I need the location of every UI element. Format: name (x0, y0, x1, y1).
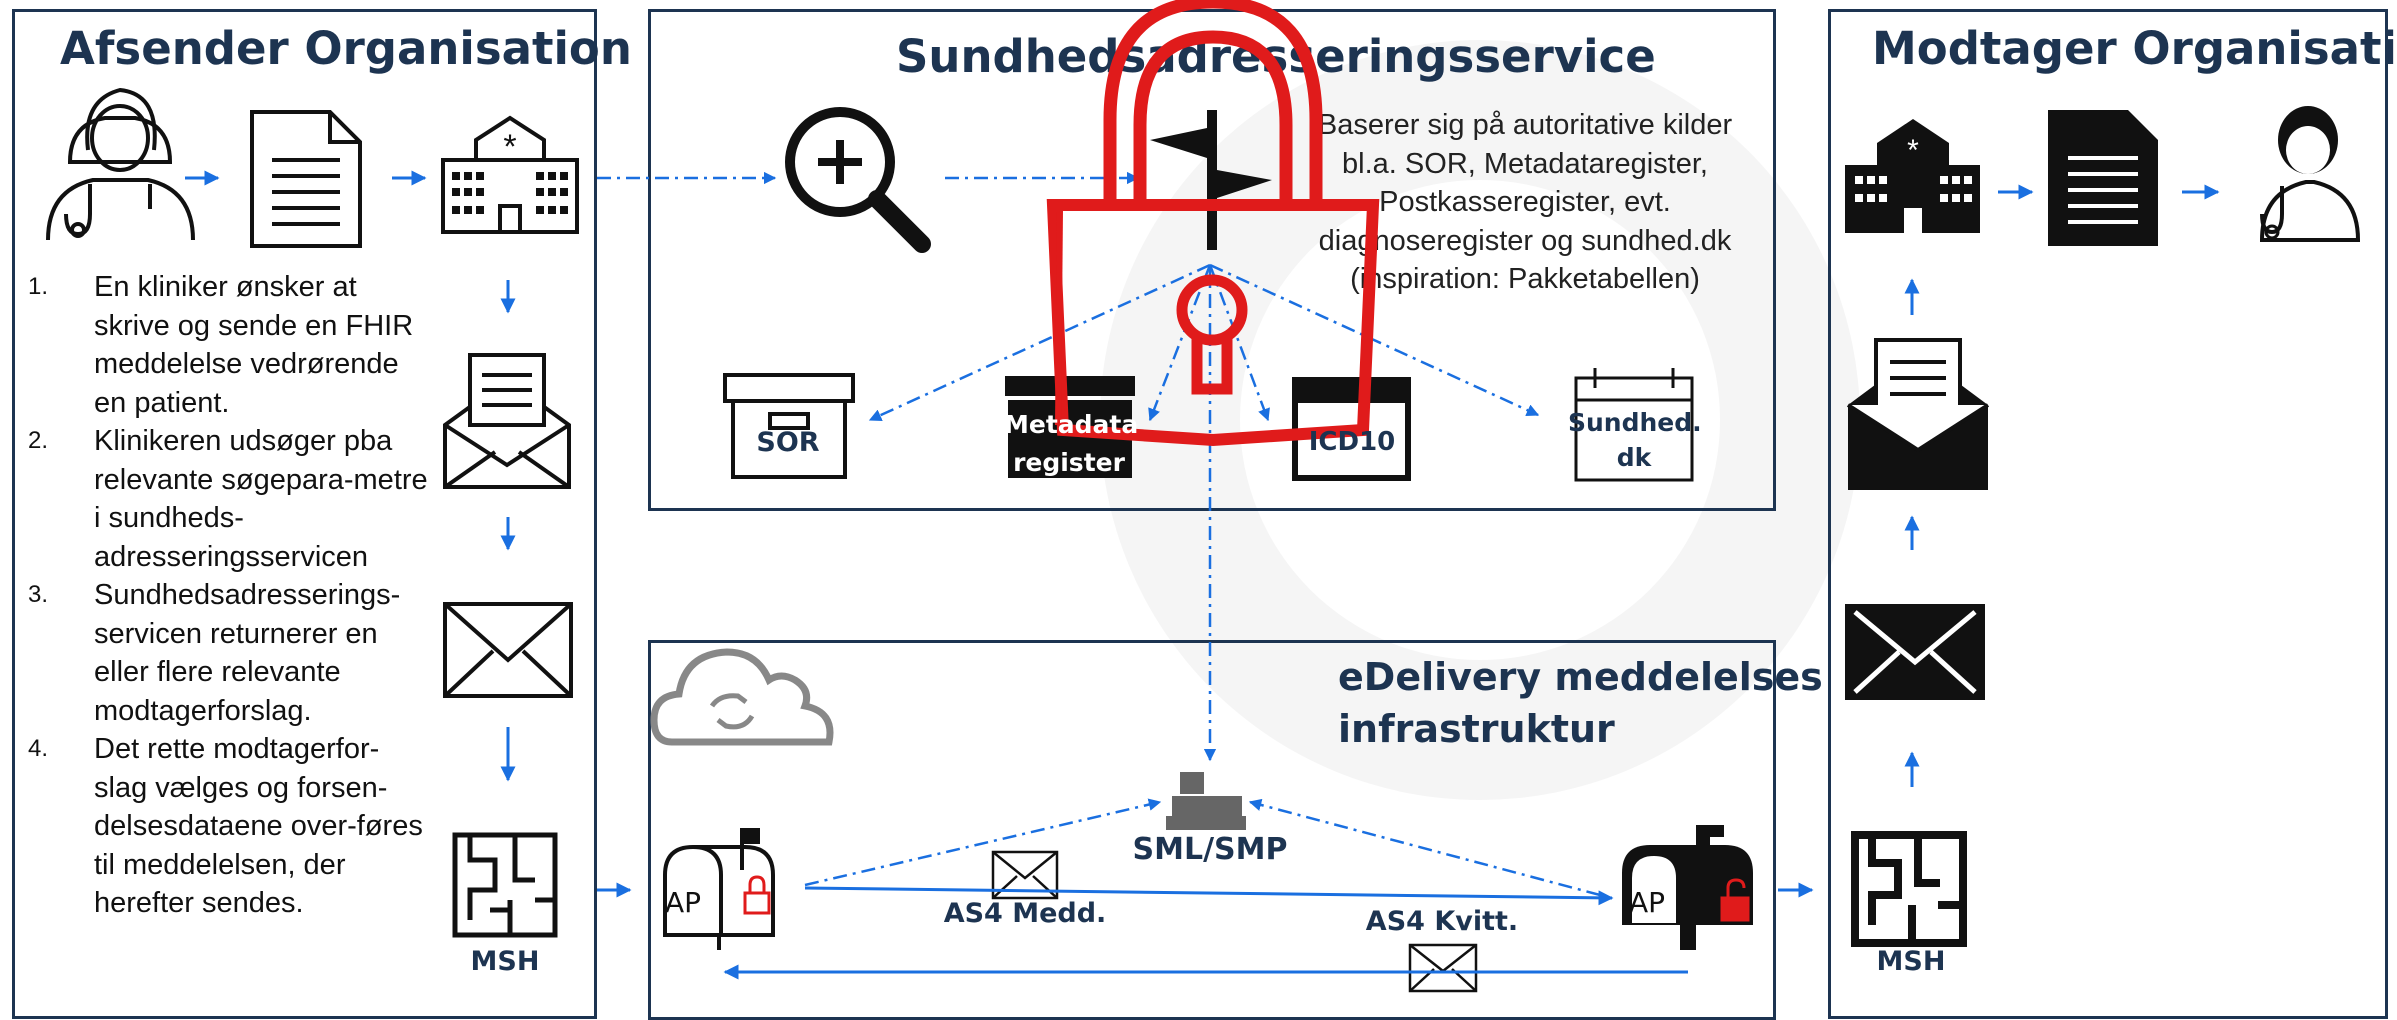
lock-closed-small-icon (743, 875, 771, 915)
step-item: 4.Det rette modtagerfor-slag vælges og f… (28, 733, 423, 919)
sor-label: SOR (756, 427, 820, 458)
as4-medd-label: AS4 Medd. (943, 898, 1107, 929)
sundhed-calendar-icon (1574, 368, 1694, 482)
icd-label: ICD10 (1308, 427, 1396, 457)
as4-kvitt-label: AS4 Kvitt. (1365, 906, 1519, 937)
signpost-icon (1150, 110, 1272, 250)
sender-msh-label: MSH (470, 946, 540, 977)
edelivery-title-line2: infrastruktur (1338, 707, 1615, 751)
sender-title: Afsender Organisation (60, 22, 632, 75)
edelivery-title-line1: eDelivery meddelelses (1338, 655, 1823, 699)
step-item: 1.En kliniker ønsker at skrive og sende … (28, 271, 414, 419)
receiver-hospital-icon: * (1845, 119, 1980, 233)
sundhed-label-line1: Sundhed. (1568, 408, 1702, 437)
sml-smp-label: SML/SMP (1132, 832, 1288, 867)
receiver-msh-label: MSH (1876, 946, 1946, 977)
search-plus-icon (785, 107, 931, 253)
service-info-text: Baserer sig på autoritative kilder bl.a.… (1317, 109, 1733, 295)
sender-steps-list: 1.En kliniker ønsker at skrive og sende … (28, 268, 428, 923)
doctor-male-icon (2259, 106, 2361, 242)
cash-register-icon (1166, 772, 1246, 830)
sor-archive-icon (723, 373, 855, 479)
receiver-maze-msh-icon (1851, 831, 1967, 947)
cloud-sync-icon (650, 648, 834, 746)
svg-text:*: * (1907, 134, 1919, 167)
service-panel (648, 9, 1776, 511)
maze-msh-icon (452, 832, 558, 938)
hospital-icon: * (441, 115, 579, 234)
envelope-icon (443, 602, 573, 698)
ap-left-label: AP (664, 886, 702, 919)
mailbox-right-icon (1622, 825, 1753, 950)
step-item: 2.Klinikeren udsøger pba relevante søgep… (28, 425, 428, 573)
receiver-document-icon (2048, 110, 2158, 246)
receiver-title: Modtager Organisation (1872, 22, 2397, 75)
open-envelope-icon (443, 353, 571, 489)
sundhed-label-line2: dk (1616, 443, 1652, 472)
document-icon (250, 110, 362, 248)
edelivery-dashdot-arrows (804, 798, 1601, 897)
svg-text:*: * (503, 128, 516, 166)
receiver-open-envelope-icon (1846, 338, 1990, 490)
mailbox-left-icon (663, 828, 775, 950)
as4-receipt-envelope-icon (1408, 943, 1478, 993)
receiver-flow-arrows (1904, 184, 2220, 787)
service-dashdot-arrows (597, 171, 1540, 762)
step-item: 3.Sundhedsadresserings-servicen returner… (28, 579, 401, 727)
lock-open-small-icon (1720, 878, 1750, 922)
receiver-envelope-icon (1845, 604, 1985, 700)
ap-right-label: AP (1628, 886, 1666, 919)
doctor-female-icon (46, 87, 195, 241)
sender-flow-arrows (185, 170, 632, 898)
metadata-label-line1: Metadata (1004, 410, 1139, 439)
padlock-icon (1046, 0, 1380, 447)
edelivery-solid-arrows (723, 882, 1814, 980)
metadata-label-line2: register (1013, 448, 1125, 477)
